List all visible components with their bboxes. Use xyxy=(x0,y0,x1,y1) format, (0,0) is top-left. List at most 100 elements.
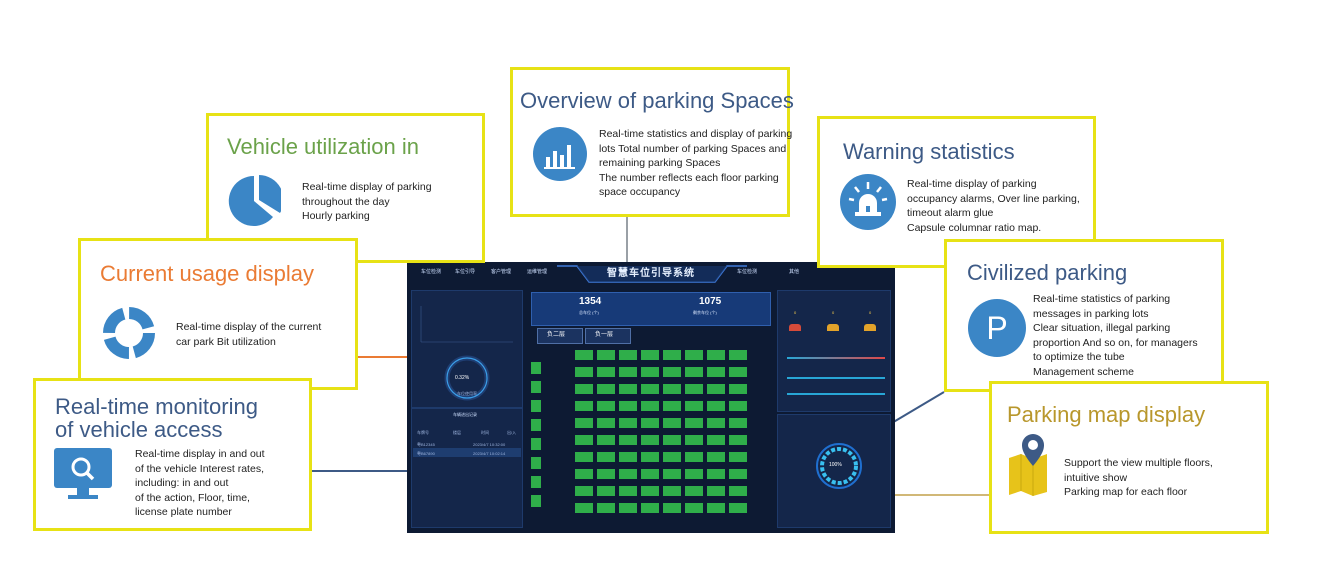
parking-space-block xyxy=(619,350,637,360)
vehicle-utilization-title: Vehicle utilization in xyxy=(227,134,420,159)
parking-space-block xyxy=(619,452,637,462)
remaining-spaces: 1075 xyxy=(699,296,722,307)
nav-item[interactable]: 车位引导 xyxy=(455,269,476,275)
warning-description: Real-time display of parking occupancy a… xyxy=(907,177,1080,235)
nav-item[interactable]: 其他 xyxy=(789,269,800,275)
parking-space-block xyxy=(531,381,541,393)
description-line: space occupancy xyxy=(599,186,681,198)
access-panel xyxy=(411,408,523,528)
parking-space-block xyxy=(531,495,541,507)
parking-space-block xyxy=(685,367,703,377)
parking-space-block xyxy=(729,486,747,496)
access-header: 时间 xyxy=(481,430,489,435)
parking-space-block xyxy=(729,384,747,394)
access-row-plate: 粤B12345 xyxy=(417,442,435,447)
parking-space-block xyxy=(597,367,615,377)
description-line: car park Bit utilization xyxy=(176,335,276,348)
parking-space-block xyxy=(531,362,541,374)
civilized-title: Civilized parking xyxy=(967,260,1128,285)
nav-item[interactable]: 客户管理 xyxy=(491,269,512,275)
parking-space-block xyxy=(597,503,615,513)
current-usage-callout: Current usage display Real-time display … xyxy=(78,238,358,390)
warning-panel xyxy=(777,290,891,412)
realtime-monitoring-title: Real-time monitoring of vehicle access xyxy=(55,395,258,441)
parking-space-block xyxy=(729,367,747,377)
parking-space-block xyxy=(619,418,637,428)
parking-space-block xyxy=(641,503,659,513)
tab-floor-label: 负一层 xyxy=(595,332,614,338)
parking-space-block xyxy=(619,435,637,445)
tab-floor[interactable] xyxy=(585,328,631,344)
parking-space-block xyxy=(619,367,637,377)
parking-space-block xyxy=(641,367,659,377)
description-line: Real-time display of the current xyxy=(176,321,322,333)
parking-space-block xyxy=(707,452,725,462)
tab-floor[interactable] xyxy=(537,328,583,344)
parking-space-block xyxy=(729,452,747,462)
nav-item[interactable]: 运维管理 xyxy=(527,269,548,275)
parking-space-block xyxy=(685,452,703,462)
parking-space-block xyxy=(663,486,681,496)
progress-bar xyxy=(787,377,885,379)
parking-space-block xyxy=(597,350,615,360)
ring-chart-icon xyxy=(103,307,155,359)
civilized-description: Real-time statistics of parking messages… xyxy=(1033,292,1198,379)
parking-space-block xyxy=(685,384,703,394)
parking-space-block xyxy=(575,401,593,411)
nav-item[interactable]: 车位检测 xyxy=(421,269,442,275)
header-frame xyxy=(557,265,747,283)
description-line: of the action, Floor, time, xyxy=(135,491,250,504)
description-line: to optimize the tube xyxy=(1033,351,1125,363)
parking-space-block xyxy=(729,469,747,479)
current-usage-description: Real-time display of the current car par… xyxy=(176,320,321,349)
description-line: proportion And so on, for managers xyxy=(1033,336,1198,349)
parking-space-block xyxy=(685,469,703,479)
total-label: 总车位 (个) xyxy=(579,310,599,315)
parking-space-block xyxy=(575,486,593,496)
description-line: Real-time display of parking xyxy=(302,181,432,193)
access-header: 出/入 xyxy=(507,430,517,435)
alarm-icon xyxy=(789,324,801,331)
warning-value: 0 xyxy=(794,310,797,315)
parking-space-block xyxy=(707,503,725,513)
civilized-callout: Civilized parking P Real-time statistics… xyxy=(944,239,1224,392)
parking-space-block xyxy=(685,401,703,411)
description-line: Real-time statistics and display of park… xyxy=(599,128,793,140)
description-line: Real-time display in and out xyxy=(135,448,265,460)
parking-space-block xyxy=(531,419,541,431)
parking-space-block xyxy=(707,350,725,360)
stats-panel xyxy=(531,292,771,326)
parking-space-block xyxy=(685,486,703,496)
parking-space-block xyxy=(575,350,593,360)
description-line: Management scheme xyxy=(1033,365,1134,378)
parking-space-block xyxy=(597,452,615,462)
parking-space-block xyxy=(729,418,747,428)
parking-space-block xyxy=(663,452,681,462)
parking-space-block xyxy=(729,350,747,360)
description-line: including: in and out xyxy=(135,477,229,489)
remaining-label: 剩余车位 (个) xyxy=(693,310,717,315)
hourly-chart xyxy=(420,306,513,343)
usage-percent: 0.32% xyxy=(455,375,470,381)
parking-space-block xyxy=(707,384,725,394)
description-line: Hourly parking xyxy=(302,210,370,222)
nav-item[interactable]: 车位检测 xyxy=(737,269,758,275)
overview-description: Real-time statistics and display of park… xyxy=(599,127,792,200)
parking-space-block xyxy=(663,401,681,411)
usage-label: 车位使用率 xyxy=(457,391,477,396)
parking-space-block xyxy=(531,438,541,450)
warning-value: 0 xyxy=(869,310,872,315)
bar-chart-icon xyxy=(533,127,587,181)
parking-space-block xyxy=(641,435,659,445)
parking-space-block xyxy=(685,418,703,428)
parking-space-block xyxy=(597,384,615,394)
parking-space-block xyxy=(597,401,615,411)
current-usage-title: Current usage display xyxy=(100,261,315,286)
parking-space-block xyxy=(707,469,725,479)
total-spaces: 1354 xyxy=(579,296,602,307)
parking-space-block xyxy=(707,401,725,411)
realtime-monitoring-callout: Real-time monitoring of vehicle access R… xyxy=(33,378,312,531)
parking-space-block xyxy=(575,452,593,462)
parking-space-block xyxy=(641,469,659,479)
parking-space-block xyxy=(597,435,615,445)
